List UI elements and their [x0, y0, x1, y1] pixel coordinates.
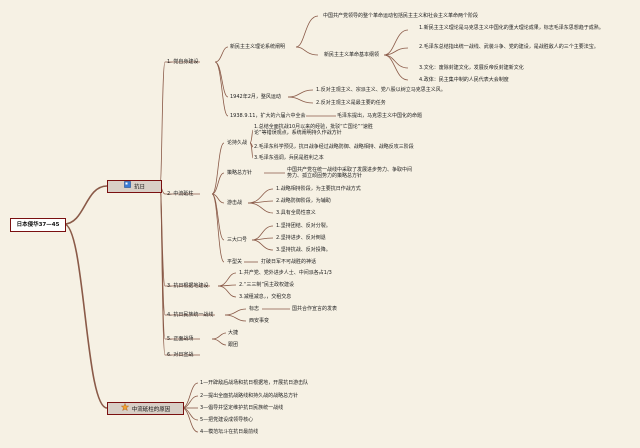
reason-item: 5—把党建设成领导核心: [200, 417, 254, 423]
base-item: 2.“三三制”民主政权建设: [239, 282, 294, 288]
main-node-reasons[interactable]: 中流砥柱的原因: [107, 402, 184, 415]
reason-item: 4—模范坛斗在抗日最前线: [200, 429, 259, 435]
branch-party-building[interactable]: 1. 党自身建设: [167, 59, 199, 65]
slogan-item: 3.坚持抗战、反对投降。: [276, 247, 331, 253]
pingxing-note: 打破日军不可战胜的神话: [261, 259, 317, 265]
base-item: 3.减租减息，，交租交息: [239, 294, 292, 300]
guerrilla-item: 3.具有全局性意义: [276, 210, 316, 216]
guerrilla-item: 2.战略防御阶段，为辅助: [276, 198, 331, 204]
node-sixth-plenum[interactable]: 1938.9.11，扩大的六届六中全会: [230, 113, 306, 119]
guerrilla-item: 1.战略相持阶段，为主要抗日作战方式: [276, 186, 361, 192]
node-rectification-movement[interactable]: 1942年2月，整风运动: [230, 94, 281, 100]
front-item: 跟团: [228, 342, 239, 348]
base-item: 1.共产党、党外进步人士、中间派各占1/3: [239, 270, 332, 276]
rectification-item: 1.反对主观主义、宗派主义、党八股以树立马克思主义风。: [316, 87, 446, 93]
branch-base-building[interactable]: 3. 抗日根据地建设: [167, 283, 209, 289]
slogan-item: 1.坚持团结、反对分裂。: [276, 223, 331, 229]
rectification-item: 2.反对主观主义是最主要的任务: [316, 100, 386, 106]
branch-declare-war[interactable]: 6. 对日宣战: [167, 352, 194, 358]
branch-mainstay[interactable]: 2. 中流砥柱: [167, 191, 194, 197]
protracted-item: 2.毛泽东科学预见，抗日战争经过战略防御、战略相持、战略反攻三阶段: [254, 144, 414, 150]
main-node-resistance[interactable]: 抗日: [107, 180, 162, 193]
node-general-policy[interactable]: 策略总方针: [227, 170, 253, 176]
node-guerrilla-war[interactable]: 游击战: [227, 200, 243, 206]
node-pingxingguan[interactable]: 平型关: [227, 259, 243, 265]
united-front-item[interactable]: 标志: [249, 306, 260, 312]
node-new-democracy-theory[interactable]: 新民主主义理论系统阐明: [230, 44, 286, 50]
slogan-item: 2.坚持进步、反对倒退: [276, 235, 326, 241]
protracted-item: 3.毛泽东强调，兵民是胜利之本: [254, 155, 324, 161]
node-theory-intro: 中国共产党领导的整个革命运动包括民主主义和社会主义革命两个阶段: [323, 13, 479, 19]
main-node-label: 中流砥柱的原因: [131, 407, 171, 413]
star-icon: [120, 402, 129, 416]
plenum-note: 毛泽东提出，马克思主义中国化的命题: [337, 113, 423, 119]
basic-program-item: 3.文化：废除封建文化，发展反帝反封建新文化: [419, 65, 524, 71]
root-node[interactable]: 日本侵华37—45: [10, 218, 66, 232]
reason-item: 2—提出全面抗战路线和持久战的战略总方针: [200, 393, 299, 399]
basic-program-item: 4.政体：民主集中制的人民代表大会制度: [419, 77, 509, 83]
united-front-item[interactable]: 西安事变: [249, 318, 270, 324]
united-front-note: 国共合作宣言的发表: [292, 306, 338, 312]
basic-program-item: 1.新民主主义理论是马克思主义中国化的重大理论成果，标志毛泽东思想趋于成熟。: [419, 25, 604, 31]
branch-front-battlefield[interactable]: 5. 正面战场: [167, 336, 194, 342]
node-three-slogans[interactable]: 三大口号: [227, 237, 248, 243]
node-protracted-war[interactable]: 论持久战: [227, 140, 248, 146]
front-item: 大捷: [228, 330, 239, 336]
reason-item: 1—开辟敌后战场和抗日根据地，开展抗日游击队: [200, 380, 309, 386]
protracted-item: 1.总结全面抗战10月以来的经验，批驳“亡国论”“速胜论”等错误观点，系统阐明持…: [254, 124, 373, 136]
node-basic-program[interactable]: 新民主主义革命基本纲领: [324, 52, 380, 58]
flag-icon: [124, 181, 131, 193]
main-node-label: 抗日: [133, 184, 145, 191]
policy-text: 中国共产党在统一战线中采取了发展进步势力、争取中间势力、孤立顽固势力的策略总方针: [287, 167, 413, 179]
reason-item: 3—倡导并坚定维护抗日民族统一战线: [200, 405, 284, 411]
branch-united-front[interactable]: 4. 抗日民族统一战线: [167, 312, 214, 318]
basic-program-item: 2.毛泽东总结指出统一战线、武装斗争、党的建设，是战胜敌人的三个主要法宝。: [419, 44, 599, 50]
